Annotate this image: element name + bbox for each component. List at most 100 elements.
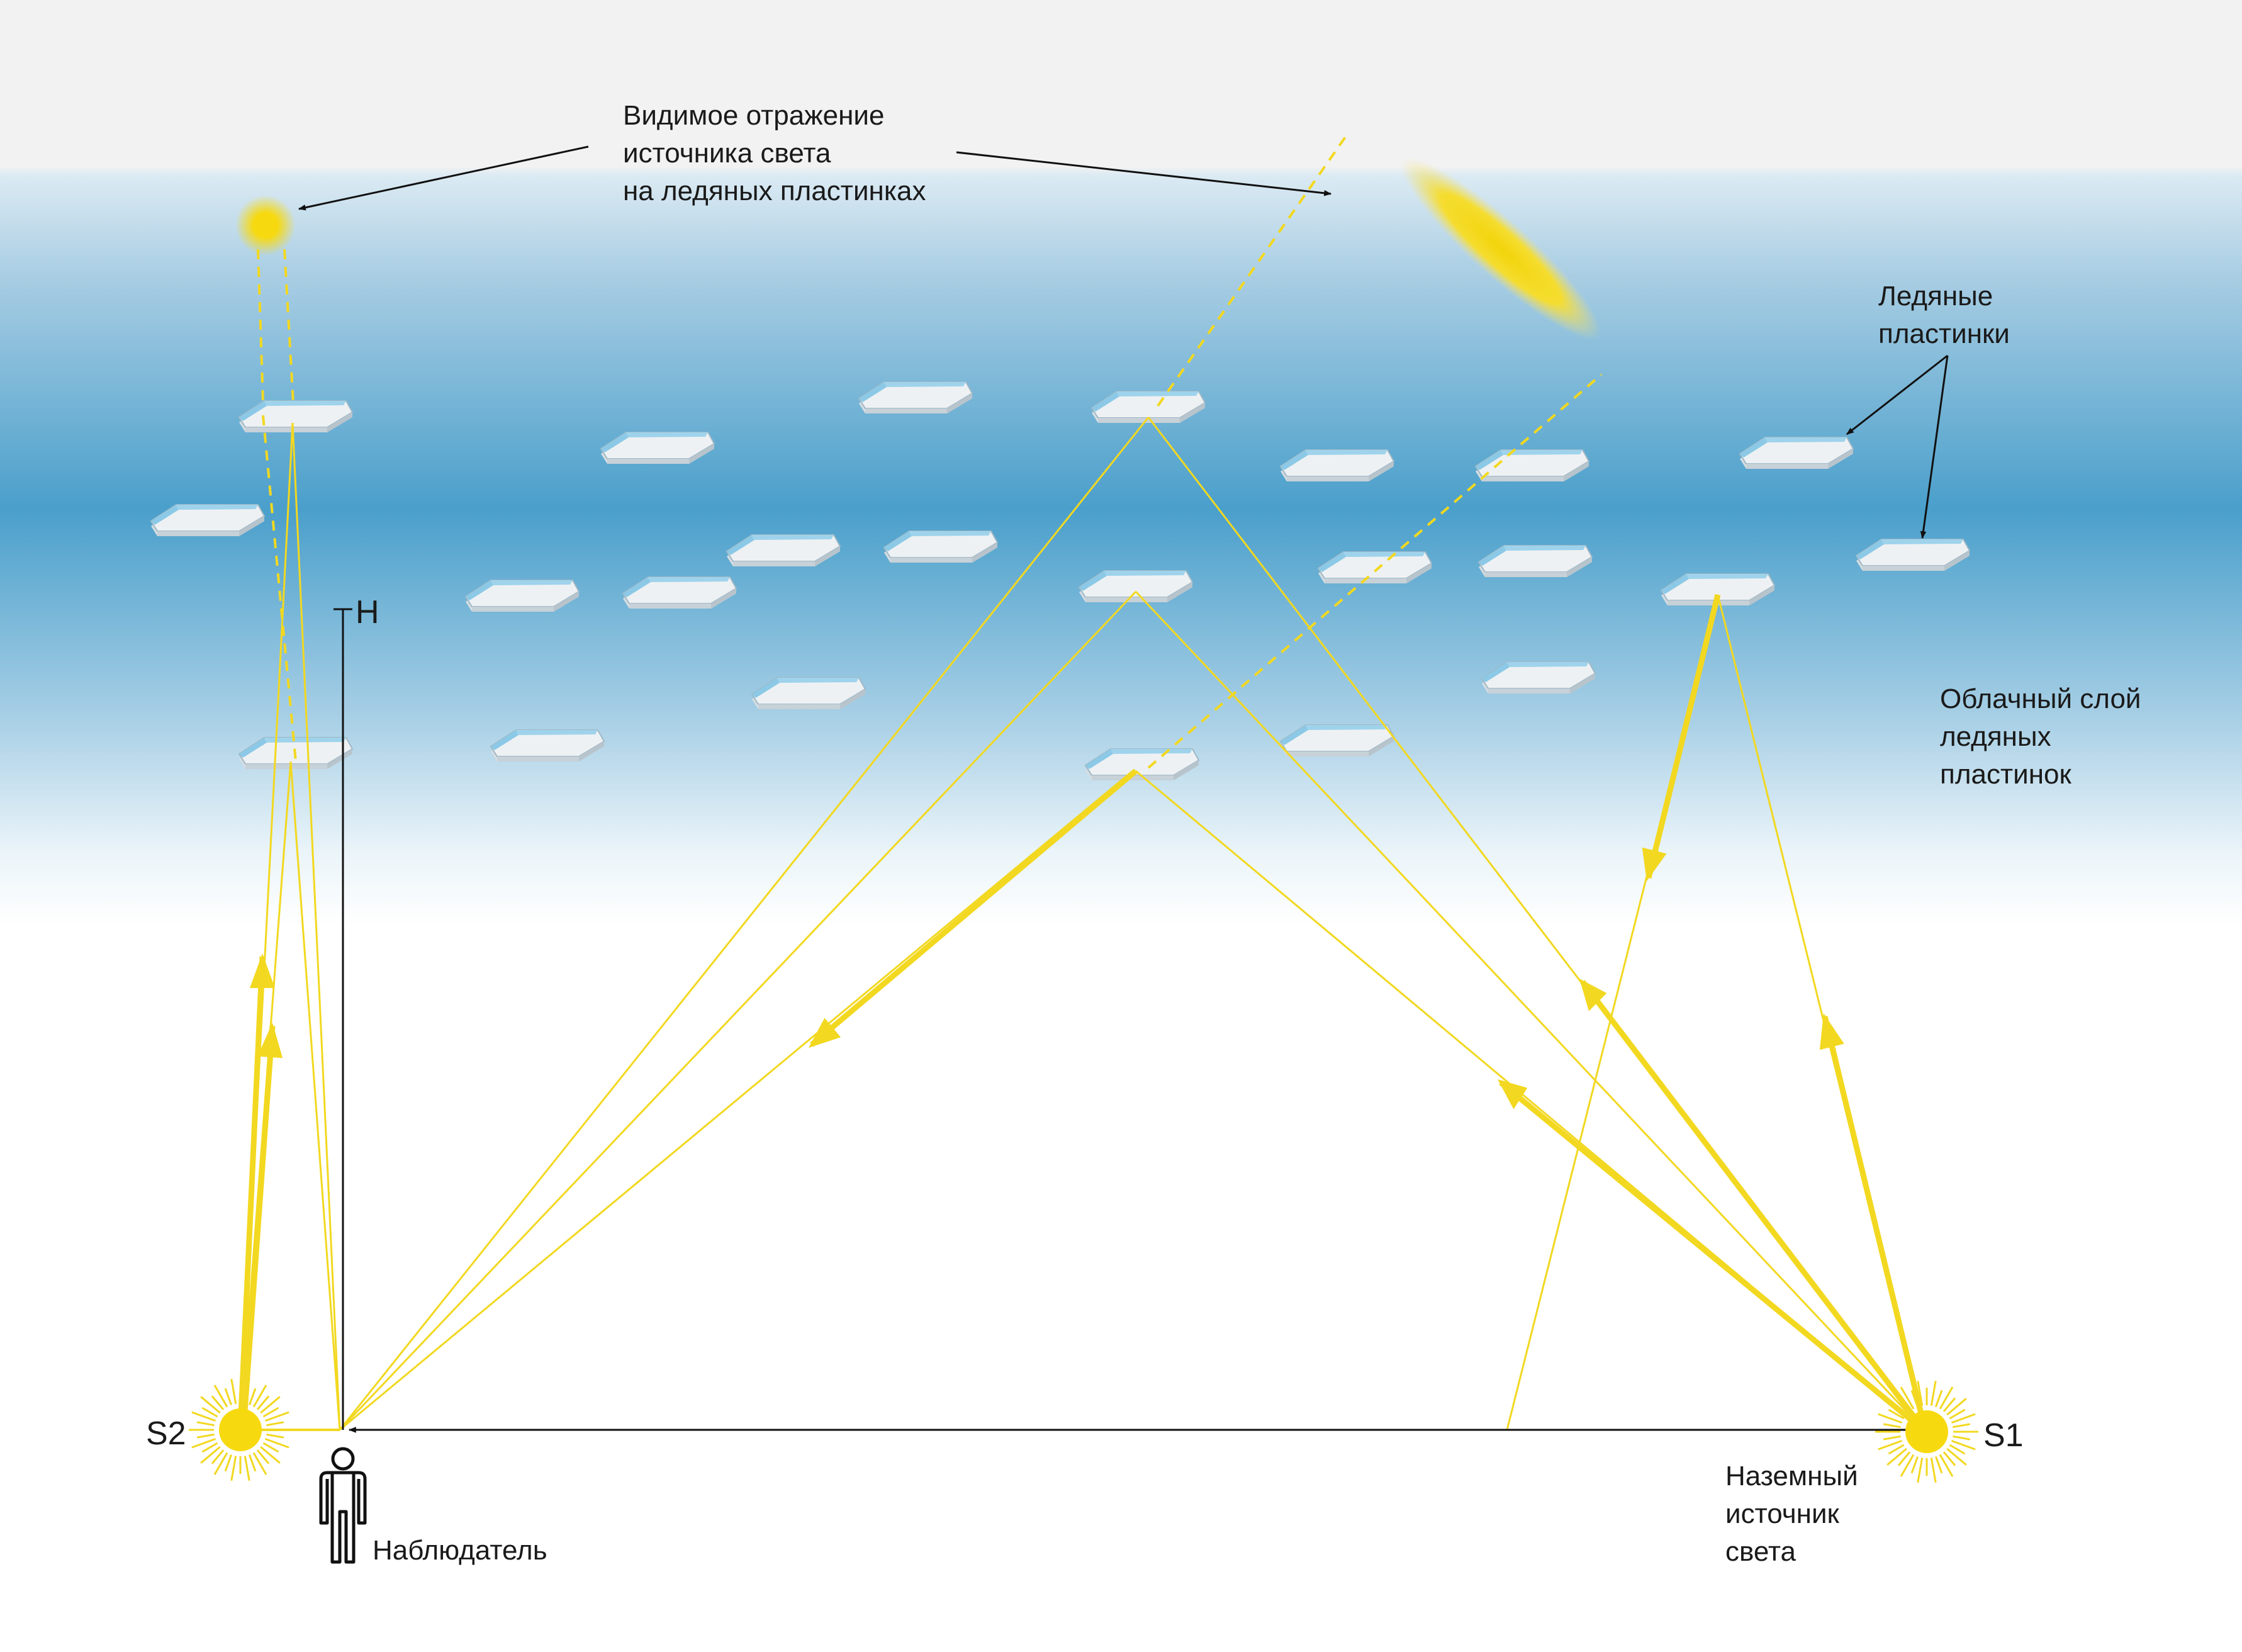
- sun-ray: [1942, 1397, 1956, 1412]
- sun-ray: [264, 1437, 289, 1449]
- cloud-layer-label: Облачный слой ледяных пластинок: [1940, 683, 2141, 790]
- sun-ray: [1917, 1458, 1924, 1483]
- sun-ray: [1897, 1397, 1911, 1412]
- sun-ray: [262, 1407, 279, 1418]
- arrow-icon: [809, 1018, 841, 1048]
- sun-ray: [248, 1454, 257, 1472]
- sun-ray: [230, 1378, 237, 1404]
- sun-ray: [213, 1385, 228, 1408]
- sun-ray: [1939, 1386, 1954, 1410]
- sun-ray: [252, 1452, 267, 1475]
- sun-ray: [1910, 1456, 1919, 1474]
- sun-ray: [260, 1446, 281, 1464]
- sun-ray: [211, 1449, 225, 1464]
- sun-ray: [1953, 1423, 1971, 1429]
- sun-ray: [264, 1411, 289, 1422]
- sun-ray: [224, 1388, 233, 1406]
- sun-ray: [1930, 1380, 1937, 1406]
- sun-ray: [1946, 1398, 1967, 1416]
- cloud-layer-line-2: ледяных: [1940, 721, 2051, 752]
- sun-ray: [196, 1421, 215, 1427]
- ice-plates-line-1: Ледяные: [1878, 281, 1993, 312]
- sun-ray: [191, 1437, 216, 1449]
- cloud-layer-line-3: пластинок: [1940, 759, 2071, 790]
- sun-ray: [244, 1378, 250, 1404]
- ground-source-line-2: источник: [1725, 1498, 1840, 1529]
- sun-ray: [1900, 1454, 1915, 1477]
- sun-ray: [1917, 1380, 1924, 1406]
- sun-icon: [189, 1378, 292, 1481]
- height-label: H: [356, 594, 379, 631]
- sun-ray: [1886, 1398, 1907, 1416]
- reflection-streak: [1401, 157, 1601, 340]
- source-s1-label: S1: [1983, 1417, 2024, 1454]
- cloud-layer-line-1: Облачный слой: [1940, 683, 2141, 714]
- sun-ray: [266, 1433, 284, 1439]
- sun-ray: [1946, 1447, 1967, 1466]
- sun-ray: [266, 1421, 284, 1427]
- sun-ray: [1878, 1413, 1903, 1424]
- sun-ray: [1878, 1439, 1903, 1451]
- sun-ray: [1886, 1447, 1907, 1466]
- sun-ray: [200, 1446, 221, 1464]
- sun-ray: [252, 1385, 267, 1408]
- sun-ray: [201, 1407, 218, 1418]
- sun-ray: [211, 1395, 225, 1410]
- source-s2-label: S2: [146, 1415, 186, 1452]
- sun-icon: [1875, 1380, 1978, 1483]
- sun-ray: [1939, 1454, 1954, 1477]
- light-rays: [237, 417, 1929, 1434]
- arrow-icon: [257, 1023, 283, 1059]
- reflection-line-1: Видимое отражение: [623, 100, 884, 131]
- sun-ray: [230, 1456, 237, 1481]
- sun-ray: [200, 1396, 221, 1414]
- sun-ray: [260, 1396, 281, 1414]
- ice-plates-line-2: пластинки: [1878, 318, 2010, 349]
- sun-ray: [1934, 1456, 1943, 1474]
- ice-plates-label: Ледяные пластинки: [1878, 281, 2010, 349]
- arrow-icon: [1498, 1079, 1528, 1110]
- sun-ray: [1934, 1390, 1943, 1408]
- sun-ray: [1949, 1408, 1966, 1420]
- sun-ray: [196, 1433, 215, 1439]
- reflection-sun-icon: [235, 195, 296, 256]
- observer-label: Наблюдатель: [373, 1535, 547, 1566]
- sun-ray: [256, 1395, 270, 1410]
- ground-source-label: Наземный источник света: [1725, 1461, 1858, 1567]
- sun-ray: [1942, 1451, 1956, 1466]
- reflection-line-3: на ледяных пластинках: [623, 176, 926, 206]
- arrow-icon: [1642, 847, 1667, 881]
- reflection-label: Видимое отражение источника света на лед…: [623, 100, 926, 206]
- sun-ray: [1930, 1458, 1937, 1483]
- sun-ray: [1888, 1444, 1905, 1455]
- sun-ray: [1953, 1435, 1971, 1441]
- arrow-icon: [1579, 979, 1607, 1011]
- sun-ray: [248, 1388, 257, 1406]
- virtual-rays: [257, 134, 1603, 769]
- ground-source-line-3: света: [1725, 1536, 1796, 1567]
- sun-ray: [224, 1454, 233, 1472]
- sun-ray: [1949, 1444, 1966, 1455]
- sun-ray: [191, 1411, 216, 1422]
- sun-ray: [1883, 1435, 1901, 1441]
- sun-ray: [256, 1449, 270, 1464]
- sun-ray: [244, 1456, 250, 1481]
- sun-ray: [1900, 1386, 1915, 1410]
- sun-ray: [262, 1442, 279, 1453]
- ground-source-line-1: Наземный: [1725, 1461, 1858, 1492]
- sun-ray: [1897, 1451, 1911, 1466]
- sun-ray: [1951, 1439, 1976, 1451]
- sun-ray: [1888, 1408, 1905, 1420]
- ray-arrowheads: [250, 847, 1844, 1110]
- observer-icon: [319, 1447, 367, 1564]
- sun-ray: [1910, 1390, 1919, 1408]
- sun-ray: [213, 1452, 228, 1475]
- arrow-icon: [250, 953, 275, 988]
- sun-ray: [201, 1442, 218, 1453]
- reflection-line-2: источника света: [623, 138, 831, 169]
- arrow-icon: [1819, 1013, 1844, 1050]
- annotation-arrows: [298, 145, 1949, 539]
- sun-ray: [1951, 1413, 1976, 1424]
